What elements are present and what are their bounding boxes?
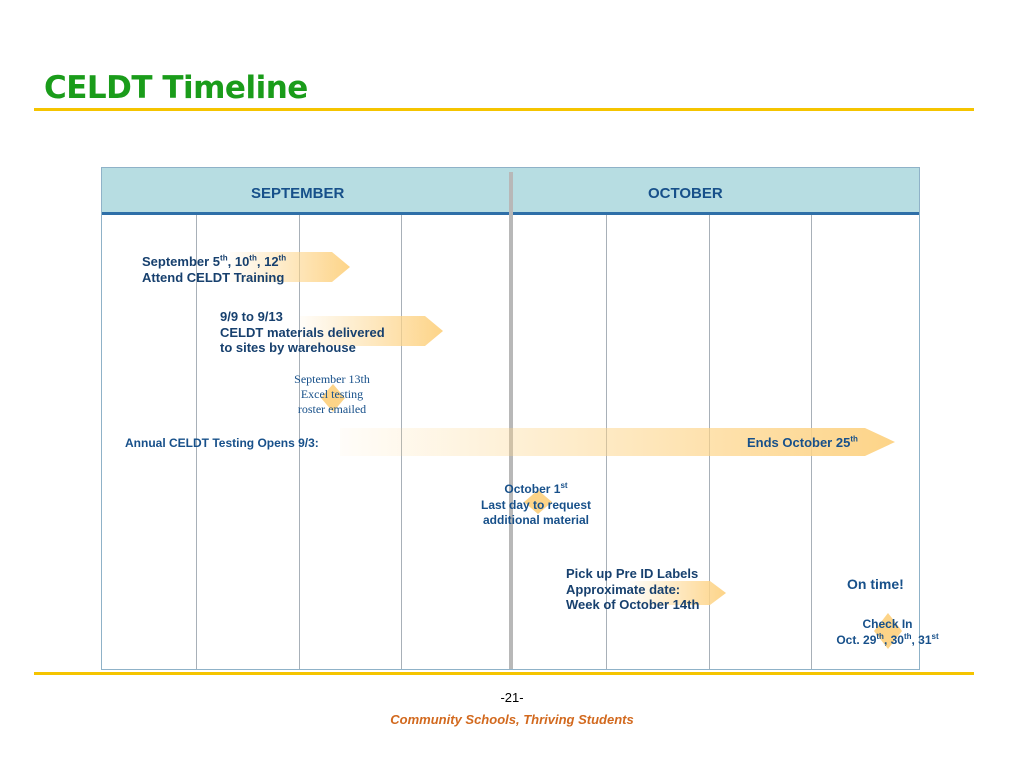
- footer-motto: Community Schools, Thriving Students: [390, 712, 634, 727]
- month-october: OCTOBER: [648, 185, 723, 202]
- bottom-divider: [34, 672, 974, 675]
- page-number: -21-: [500, 690, 524, 705]
- testing-ends-label: Ends October 25th: [747, 434, 858, 450]
- week-divider: [299, 215, 300, 669]
- materials-arrow: [300, 316, 443, 346]
- month-divider: [509, 172, 513, 669]
- on-time-label: On time!: [847, 576, 904, 592]
- checkin-diamond: [874, 613, 902, 649]
- week-divider: [196, 215, 197, 669]
- page-title: CELDT Timeline: [44, 70, 308, 106]
- checkin-label: Check In Oct. 29th, 30th, 31st: [836, 617, 939, 647]
- materials-label: 9/9 to 9/13 CELDT materials delivered to…: [220, 309, 385, 355]
- month-september: SEPTEMBER: [251, 185, 345, 202]
- testing-opens-label: Annual CELDT Testing Opens 9/3:: [125, 436, 319, 450]
- preid-label: Pick up Pre ID Labels Approximate date: …: [566, 566, 700, 612]
- oct1-diamond: [524, 490, 552, 514]
- preid-arrow: [630, 581, 726, 605]
- testing-window-arrow: [340, 428, 895, 456]
- roster-diamond: [321, 384, 345, 412]
- roster-label: September 13th Excel testing roster emai…: [294, 372, 370, 416]
- training-arrow: [230, 252, 350, 282]
- top-divider: [34, 108, 974, 111]
- training-label: September 5th, 10th, 12th Attend CELDT T…: [142, 253, 287, 285]
- timeline-frame: SEPTEMBER OCTOBER: [101, 167, 920, 670]
- oct1-label: October 1st Last day to request addition…: [480, 481, 592, 528]
